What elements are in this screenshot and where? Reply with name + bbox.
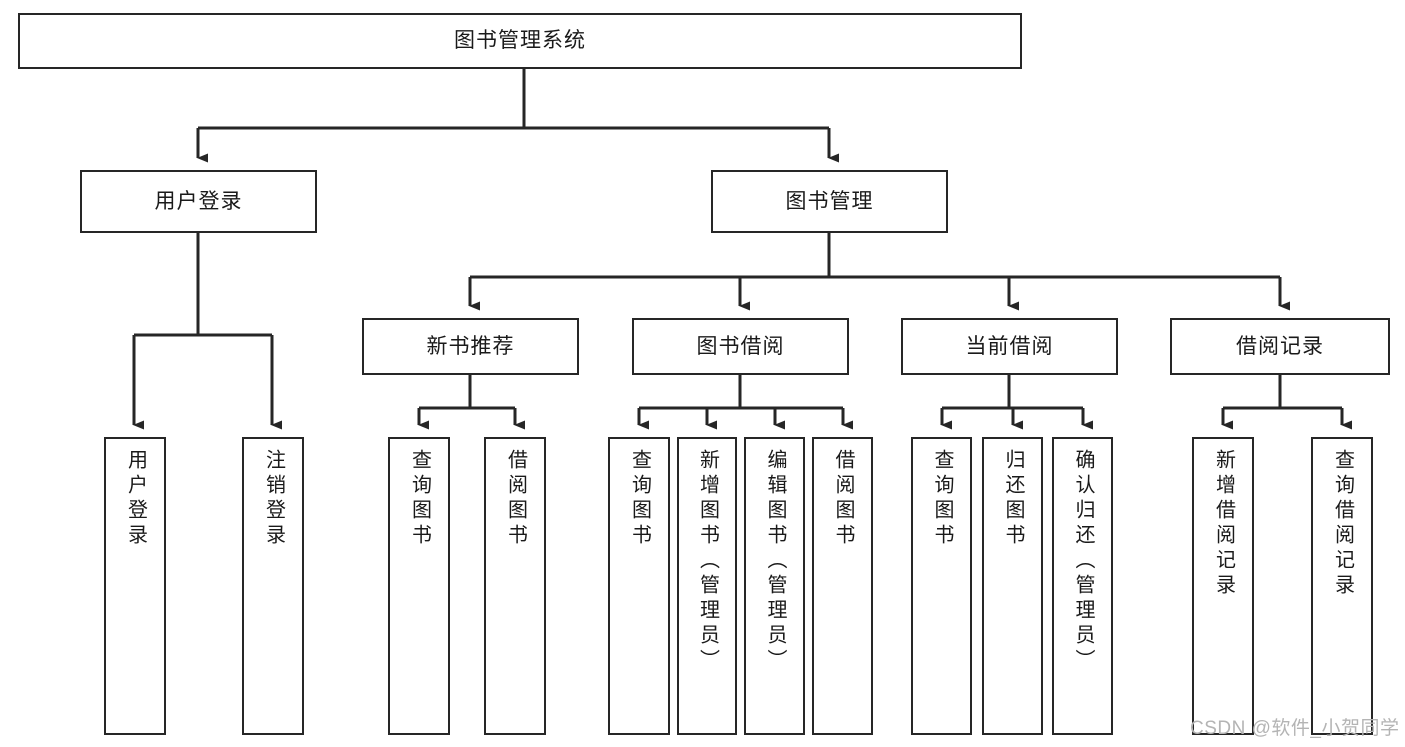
node-book-management-label: 图书管理 [785, 189, 874, 213]
node-borrow-record-label: 借阅记录 [1236, 334, 1324, 358]
leaf-borrow-book-recommend[interactable]: 借阅图书 [484, 437, 546, 735]
leaf-confirm-return-admin-label: 确认归还（管理员） [1072, 449, 1094, 674]
node-root-label: 图书管理系统 [454, 29, 586, 53]
node-book-management[interactable]: 图书管理 [711, 170, 948, 233]
leaf-logout-label: 注销登录 [262, 449, 285, 549]
node-new-book-recommend-label: 新书推荐 [426, 334, 515, 358]
node-root[interactable]: 图书管理系统 [18, 13, 1022, 69]
leaf-query-book-recommend[interactable]: 查询图书 [388, 437, 450, 735]
node-user-login-label: 用户登录 [154, 189, 243, 213]
leaf-logout[interactable]: 注销登录 [242, 437, 304, 735]
leaf-borrow-book-recommend-label: 借阅图书 [504, 449, 527, 549]
leaf-edit-book-admin-label: 编辑图书（管理员） [764, 449, 786, 674]
leaf-borrow-book-label: 借阅图书 [832, 449, 854, 549]
leaf-return-book-label: 归还图书 [1002, 449, 1024, 549]
leaf-query-book-current[interactable]: 查询图书 [911, 437, 972, 735]
node-book-borrow[interactable]: 图书借阅 [632, 318, 849, 375]
leaf-query-book-recommend-label: 查询图书 [408, 449, 431, 549]
leaf-query-book-borrow[interactable]: 查询图书 [608, 437, 670, 735]
leaf-query-book-borrow-label: 查询图书 [628, 449, 651, 549]
leaf-query-borrow-record[interactable]: 查询借阅记录 [1311, 437, 1373, 735]
leaf-user-login-label: 用户登录 [124, 449, 147, 549]
leaf-edit-book-admin[interactable]: 编辑图书（管理员） [744, 437, 805, 735]
leaf-add-borrow-record-label: 新增借阅记录 [1212, 449, 1235, 599]
node-user-login[interactable]: 用户登录 [80, 170, 317, 233]
leaf-add-borrow-record[interactable]: 新增借阅记录 [1192, 437, 1254, 735]
leaf-return-book[interactable]: 归还图书 [982, 437, 1043, 735]
node-borrow-record[interactable]: 借阅记录 [1170, 318, 1390, 375]
leaf-borrow-book[interactable]: 借阅图书 [812, 437, 873, 735]
node-new-book-recommend[interactable]: 新书推荐 [362, 318, 579, 375]
leaf-add-book-admin[interactable]: 新增图书（管理员） [677, 437, 737, 735]
csdn-watermark: CSDN @软件_小贺同学 [1190, 718, 1400, 739]
leaf-user-login[interactable]: 用户登录 [104, 437, 166, 735]
node-book-borrow-label: 图书借阅 [696, 334, 785, 358]
leaf-query-borrow-record-label: 查询借阅记录 [1331, 449, 1354, 599]
leaf-query-book-current-label: 查询图书 [931, 449, 953, 549]
leaf-confirm-return-admin[interactable]: 确认归还（管理员） [1052, 437, 1113, 735]
node-current-borrow[interactable]: 当前借阅 [901, 318, 1118, 375]
node-current-borrow-label: 当前借阅 [965, 334, 1054, 358]
leaf-add-book-admin-label: 新增图书（管理员） [696, 449, 719, 674]
